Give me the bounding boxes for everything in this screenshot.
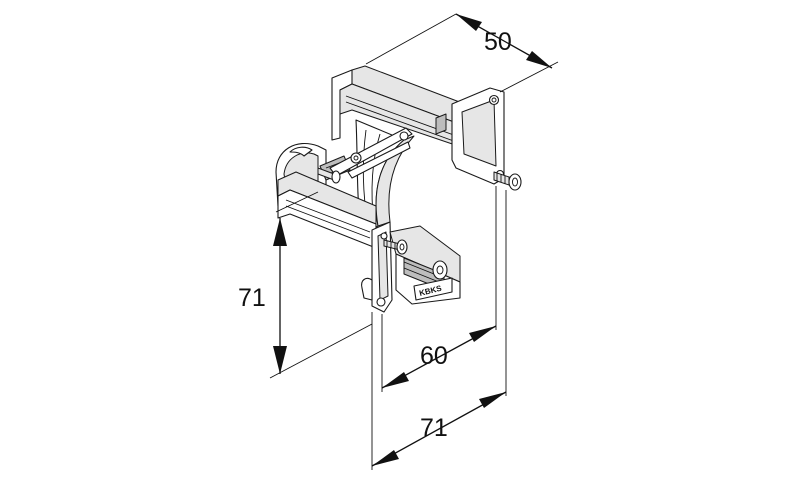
bracket-part-illustration: KBKS [275,65,522,313]
inner-width-dimension-label: 60 [420,342,448,370]
outer-width-dimension-label: 71 [420,414,448,442]
screw-upper-left [317,167,341,184]
dimension-lines [269,13,559,470]
screw-front [383,239,408,255]
depth-dimension-label: 50 [484,28,512,56]
height-dimension-label: 71 [238,284,266,312]
screw-top [493,171,522,191]
